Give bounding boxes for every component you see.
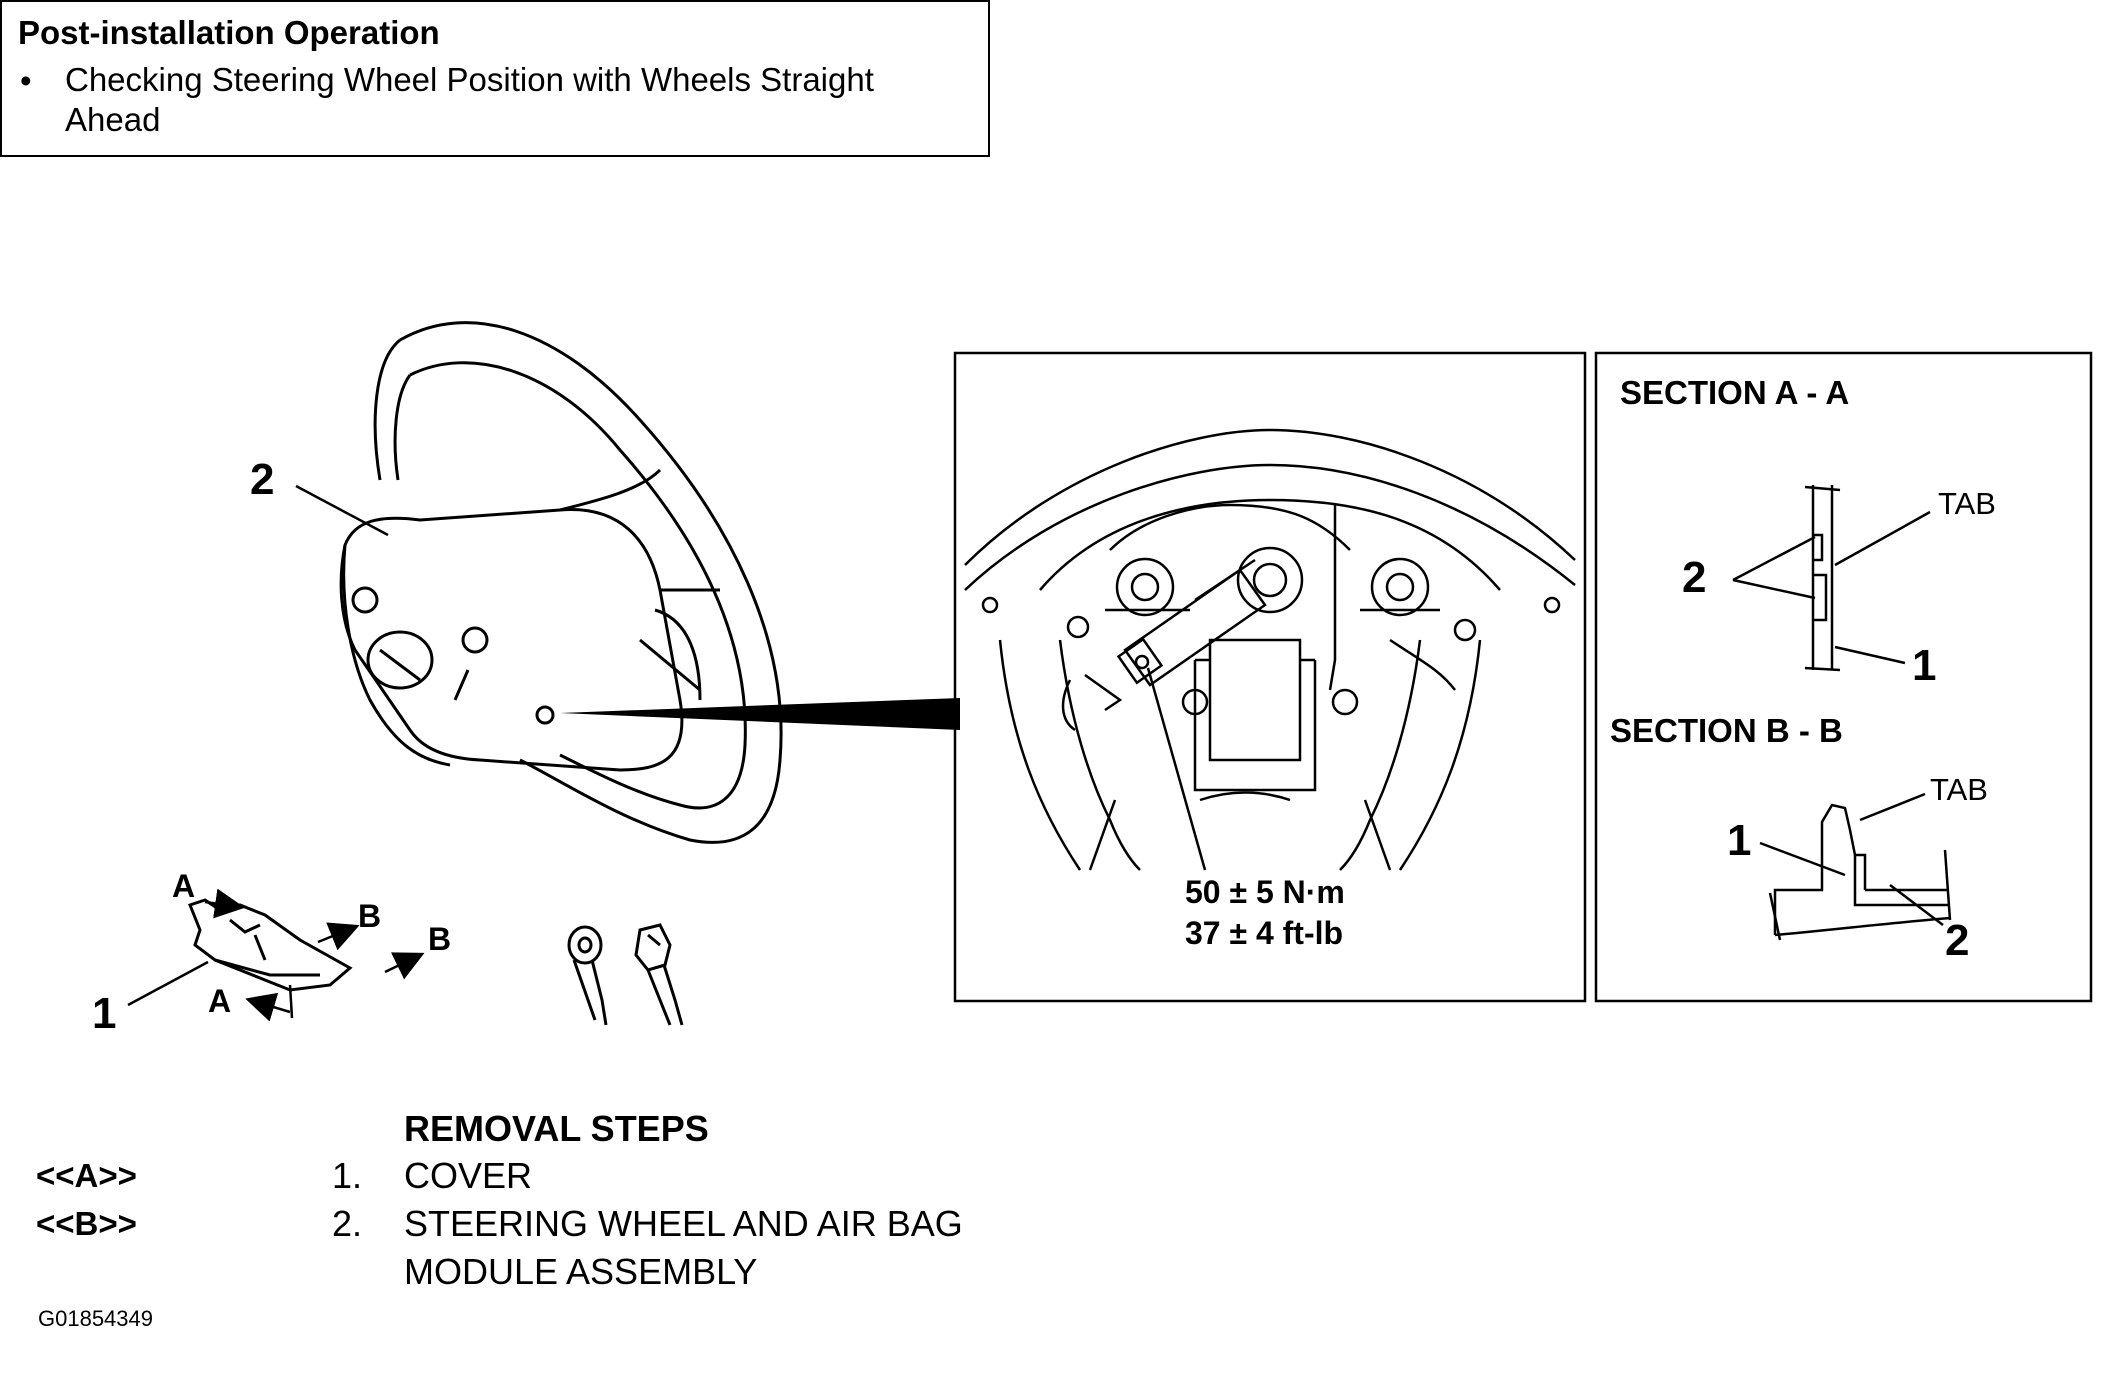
figure-id: G01854349 — [38, 1306, 153, 1331]
step-1-label: COVER — [404, 1155, 533, 1196]
section-mark-a-bottom: A — [208, 983, 231, 1019]
section-bb-tab-label: TAB — [1930, 772, 1988, 807]
section-bb-cover-callout: 1 — [1727, 816, 1751, 865]
torque-metric: 50 ± 5 N·m — [1185, 874, 1345, 910]
section-mark-b-upper: B — [358, 898, 381, 934]
cover-drawing — [188, 898, 353, 992]
step-1-number: 1. — [332, 1155, 363, 1196]
removal-steps-heading: REMOVAL STEPS — [404, 1108, 709, 1149]
connector-drawing — [567, 923, 684, 1026]
step-1-code: <<A>> — [36, 1157, 137, 1194]
steering-wheel-drawing — [339, 321, 783, 844]
detail-view-drawing — [964, 428, 1576, 871]
step-2-number: 2. — [332, 1203, 363, 1244]
section-bb-wheel-callout: 2 — [1945, 916, 1969, 965]
bullet-icon: • — [20, 62, 32, 99]
step-2-code: <<B>> — [36, 1205, 137, 1242]
wheel-callout-label: 2 — [250, 455, 274, 504]
step-2-label-line-2: MODULE ASSEMBLY — [404, 1251, 758, 1292]
post-installation-box: Post-installation Operation • Checking S… — [0, 0, 990, 157]
cover-callout-label: 1 — [92, 989, 116, 1038]
section-bb-title: SECTION B - B — [1610, 712, 1843, 749]
section-aa-title: SECTION A - A — [1620, 374, 1849, 411]
step-2-label-line-1: STEERING WHEEL AND AIR BAG — [404, 1203, 963, 1244]
section-bb-drawing — [1768, 803, 1952, 941]
section-aa-wheel-callout: 2 — [1682, 553, 1706, 602]
section-view-frame — [1594, 351, 2093, 1003]
section-aa-tab-label: TAB — [1938, 486, 1996, 521]
torque-imperial: 37 ± 4 ft-lb — [1185, 915, 1343, 951]
section-mark-b-lower: B — [428, 921, 451, 957]
section-aa-drawing — [1804, 485, 1841, 672]
section-mark-a-top: A — [172, 868, 195, 904]
post-installation-item: Checking Steering Wheel Position with Wh… — [65, 61, 874, 138]
section-aa-cover-callout: 1 — [1912, 641, 1936, 690]
post-installation-title: Post-installation Operation — [18, 14, 440, 51]
detail-view-frame — [953, 351, 1587, 1003]
